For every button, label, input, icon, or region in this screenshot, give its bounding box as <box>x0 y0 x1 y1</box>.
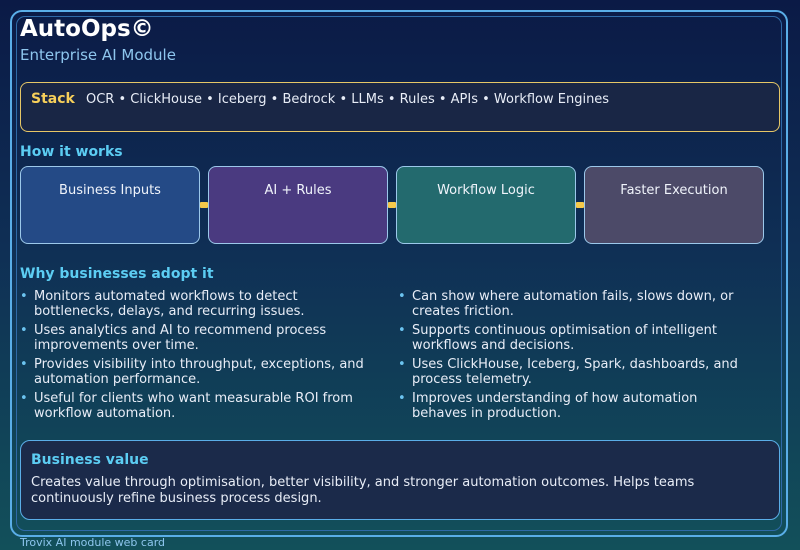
list-item-text: Monitors automated workflows to detect b… <box>34 289 305 319</box>
module-subtitle: Enterprise AI Module <box>20 46 176 64</box>
list-item: • Provides visibility into throughput, ex… <box>20 357 370 387</box>
bullet-icon: • <box>398 323 406 338</box>
stack-list: OCR • ClickHouse • Iceberg • Bedrock • L… <box>86 92 610 107</box>
stack-label: Stack <box>31 91 75 107</box>
list-item: • Useful for clients who want measurable … <box>20 391 370 421</box>
list-item-text: Improves understanding of how automation… <box>412 391 698 421</box>
list-item: • Uses ClickHouse, Iceberg, Spark, dashbo… <box>398 357 748 387</box>
how-it-works-heading: How it works <box>20 144 123 160</box>
step-ai-rules: AI + Rules <box>208 166 388 244</box>
list-item-text: Can show where automation fails, slows d… <box>412 289 734 319</box>
list-item-text: Uses ClickHouse, Iceberg, Spark, dashboa… <box>412 357 738 387</box>
business-value-heading: Business value <box>31 452 149 468</box>
step-faster-execution: Faster Execution <box>584 166 764 244</box>
business-value-text: Creates value through optimisation, bett… <box>31 475 695 506</box>
module-card-inner-border <box>16 16 782 531</box>
why-adopt-list-right: • Can show where automation fails, slows … <box>398 289 748 425</box>
list-item: • Uses analytics and AI to recommend proc… <box>20 323 370 353</box>
why-adopt-heading: Why businesses adopt it <box>20 266 214 282</box>
list-item: • Monitors automated workflows to detect … <box>20 289 370 319</box>
bullet-icon: • <box>20 289 28 304</box>
bullet-icon: • <box>20 357 28 372</box>
list-item: • Can show where automation fails, slows … <box>398 289 748 319</box>
list-item-text: Provides visibility into throughput, exc… <box>34 357 364 387</box>
list-item-text: Uses analytics and AI to recommend proce… <box>34 323 327 353</box>
bullet-icon: • <box>398 289 406 304</box>
bullet-icon: • <box>20 323 28 338</box>
step-connector <box>576 202 584 208</box>
bullet-icon: • <box>398 357 406 372</box>
stack-panel: Stack OCR • ClickHouse • Iceberg • Bedro… <box>20 82 780 132</box>
step-workflow-logic: Workflow Logic <box>396 166 576 244</box>
bullet-icon: • <box>20 391 28 406</box>
step-business-inputs: Business Inputs <box>20 166 200 244</box>
module-card <box>10 10 788 537</box>
business-value-panel: Business value Creates value through opt… <box>20 440 780 520</box>
why-adopt-list-left: • Monitors automated workflows to detect … <box>20 289 370 425</box>
step-connector <box>200 202 208 208</box>
list-item: • Supports continuous optimisation of int… <box>398 323 748 353</box>
step-connector <box>388 202 396 208</box>
bullet-icon: • <box>398 391 406 406</box>
list-item: • Improves understanding of how automatio… <box>398 391 748 421</box>
list-item-text: Useful for clients who want measurable R… <box>34 391 353 421</box>
list-item-text: Supports continuous optimisation of inte… <box>412 323 717 353</box>
module-title: AutoOps© <box>20 16 154 42</box>
card-footer: Trovix AI module web card <box>20 536 166 549</box>
